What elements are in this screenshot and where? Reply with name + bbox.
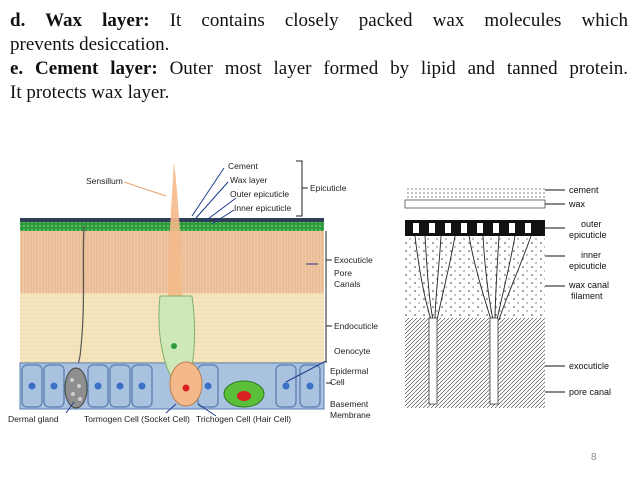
label-r-wax-canal-2: filament: [571, 291, 603, 301]
label-r-outer-2: epicuticle: [569, 230, 607, 240]
diagram-inner-epicuticle: [405, 236, 545, 318]
label-inner-epicuticle: Inner epicuticle: [234, 203, 291, 213]
label-epidermal-cell-1: Epidermal: [330, 366, 368, 376]
label-dermal-gland: Dermal gland: [8, 414, 59, 424]
label-tormogen: Tormogen Cell (Socket Cell): [84, 414, 190, 424]
label-outer-epicuticle: Outer epicuticle: [230, 189, 289, 199]
diagram-cement: [405, 186, 545, 200]
label-r-outer-1: outer: [581, 219, 602, 229]
label-r-inner-2: epicuticle: [569, 261, 607, 271]
diagram-outer-epicuticle: [405, 220, 545, 236]
label-epidermal-cell-2: Cell: [330, 377, 345, 387]
label-r-exocuticle: exocuticle: [569, 361, 609, 371]
cement-layer-line-1: e. Cement layer: Outer most layer formed…: [10, 57, 628, 81]
integument-diagram: Sensillum Cement Wax layer Outer epicuti…: [8, 160, 378, 424]
label-pore-canals-2: Canals: [334, 279, 360, 289]
wax-layer-description: It contains closely packed wax molecules…: [149, 10, 628, 31]
label-cement: Cement: [228, 161, 258, 171]
page-number: 8: [591, 452, 597, 463]
label-epicuticle: Epicuticle: [310, 183, 347, 193]
label-oenocyte: Oenocyte: [334, 346, 371, 356]
trichogen-cell: [169, 361, 203, 407]
label-pore-canals-1: Pore: [334, 268, 352, 278]
label-r-wax-canal-1: wax canal: [568, 280, 609, 290]
label-sensillum: Sensillum: [86, 176, 123, 186]
label-trichogen: Trichogen Cell (Hair Cell): [196, 414, 291, 424]
cuticle-line-diagram: cement wax outer epicuticle inner epicut…: [404, 185, 611, 408]
dermal-gland-cell: [64, 367, 88, 409]
label-r-pore-canal: pore canal: [569, 387, 611, 397]
label-exocuticle: Exocuticle: [334, 255, 373, 265]
cement-layer-term: e. Cement layer:: [10, 58, 158, 79]
wax-layer-line-2: prevents desiccation.: [10, 34, 170, 55]
wax-layer-line-1: d. Wax layer: It contains closely packed…: [10, 9, 628, 33]
dermal-gland-duct: [75, 225, 85, 375]
label-r-cement: cement: [569, 185, 599, 195]
diagram-exocuticle: [405, 318, 545, 408]
diagram-wax: [404, 199, 546, 209]
wax-layer-term: d. Wax layer:: [10, 10, 150, 31]
cement-layer-description: Outer most layer formed by lipid and tan…: [157, 58, 628, 79]
body-text: d. Wax layer: It contains closely packed…: [10, 9, 628, 105]
label-basement-2: Membrane: [330, 410, 371, 420]
label-r-inner-1: inner: [581, 250, 601, 260]
label-r-wax: wax: [568, 199, 586, 209]
label-wax-layer: Wax layer: [230, 175, 268, 185]
label-endocuticle: Endocuticle: [334, 321, 378, 331]
cement-layer-line-2: It protects wax layer.: [10, 82, 170, 103]
label-basement-1: Basement: [330, 399, 369, 409]
